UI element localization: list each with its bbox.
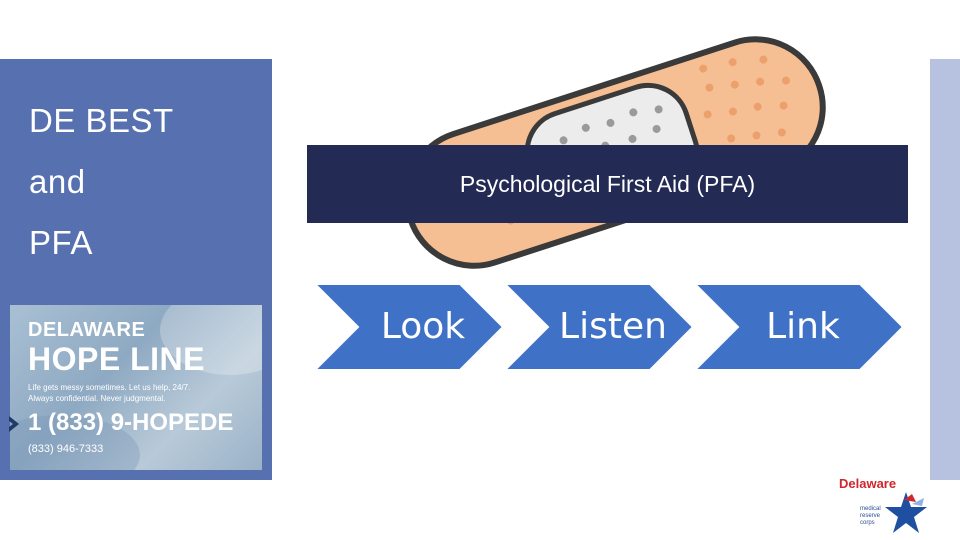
- step-listen-label: Listen: [559, 306, 667, 347]
- hope-line-card[interactable]: DELAWARE HOPE LINE Life gets messy somet…: [10, 305, 262, 470]
- right-accent-strip: [930, 59, 960, 480]
- left-title-line-1: DE BEST: [29, 102, 174, 139]
- logo-line-3: corps: [860, 520, 875, 526]
- hope-line-tagline-2: Always confidential. Never judgmental.: [28, 394, 166, 403]
- hope-line-title: HOPE LINE: [28, 341, 205, 377]
- step-look-label: Look: [380, 306, 466, 347]
- chevron-look: [315, 284, 505, 370]
- left-title-line-3: PFA: [29, 224, 93, 261]
- hope-line-tagline-1: Life gets messy sometimes. Let us help, …: [28, 383, 191, 392]
- left-title-line-2: and: [29, 163, 86, 200]
- chevron-link: [693, 284, 905, 370]
- delaware-mrc-logo: Delaware medical reserve corps: [836, 474, 936, 538]
- pfa-banner-title: Psychological First Aid (PFA): [459, 170, 756, 197]
- hope-line-phone: 1 (833) 9-HOPEDE: [28, 409, 234, 436]
- chevron-listen: [503, 284, 695, 370]
- pfa-banner: Psychological First Aid (PFA): [307, 145, 908, 223]
- step-link-label: Link: [766, 306, 840, 347]
- hope-line-phone-numeric: (833) 946-7333: [28, 443, 104, 455]
- process-chevrons: [315, 284, 905, 370]
- logo-wordmark: Delaware: [839, 476, 897, 491]
- play-arrow-icon: [9, 416, 19, 432]
- logo-line-2: reserve: [860, 513, 881, 519]
- logo-line-1: medical: [860, 506, 881, 512]
- hope-line-state: DELAWARE: [28, 319, 146, 341]
- star-icon: [885, 492, 927, 533]
